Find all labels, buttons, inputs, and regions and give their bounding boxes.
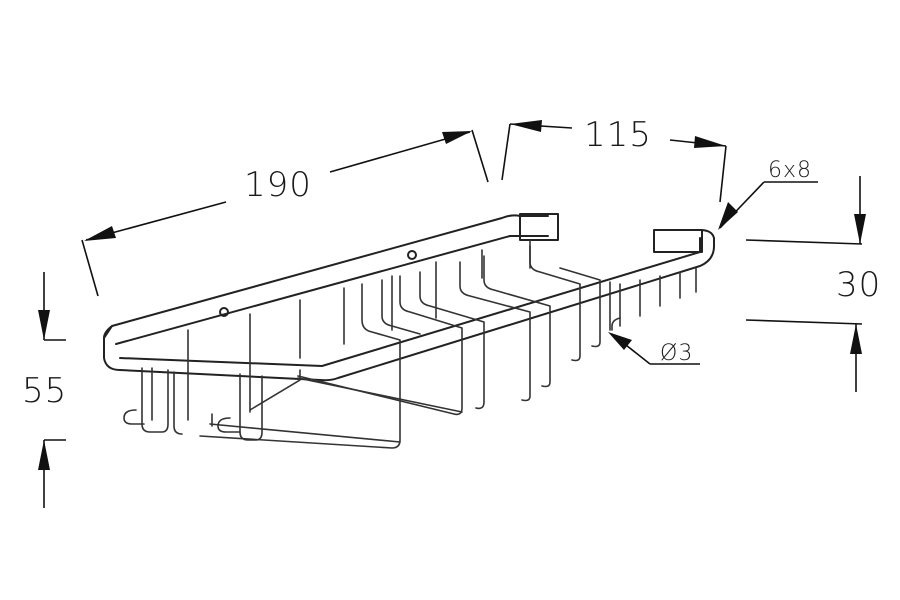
rear-left-bracket (519, 213, 559, 241)
length-label: 190 (244, 165, 312, 205)
dimension-depth: 115 (501, 115, 727, 203)
bottom-cross-wires (199, 245, 697, 449)
dimension-wire-diameter: Ø3 (608, 332, 700, 366)
screw-hole (219, 307, 229, 317)
screw-hole (407, 250, 417, 260)
slot-label: 6x8 (768, 158, 812, 183)
dimension-total-height: 55 (22, 272, 67, 508)
total-height-label: 55 (22, 371, 67, 411)
front-hooks (123, 367, 263, 441)
dimension-slot: 6x8 (718, 158, 818, 230)
top-frame (103, 213, 715, 382)
dimension-length: 190 (81, 129, 489, 297)
depth-label: 115 (584, 115, 652, 155)
wire-basket (103, 213, 715, 449)
rear-height-label: 30 (836, 265, 881, 305)
rear-right-bracket (653, 229, 703, 253)
dimension-rear-height: 30 (745, 176, 881, 392)
wire-diameter-label: Ø3 (660, 341, 693, 366)
